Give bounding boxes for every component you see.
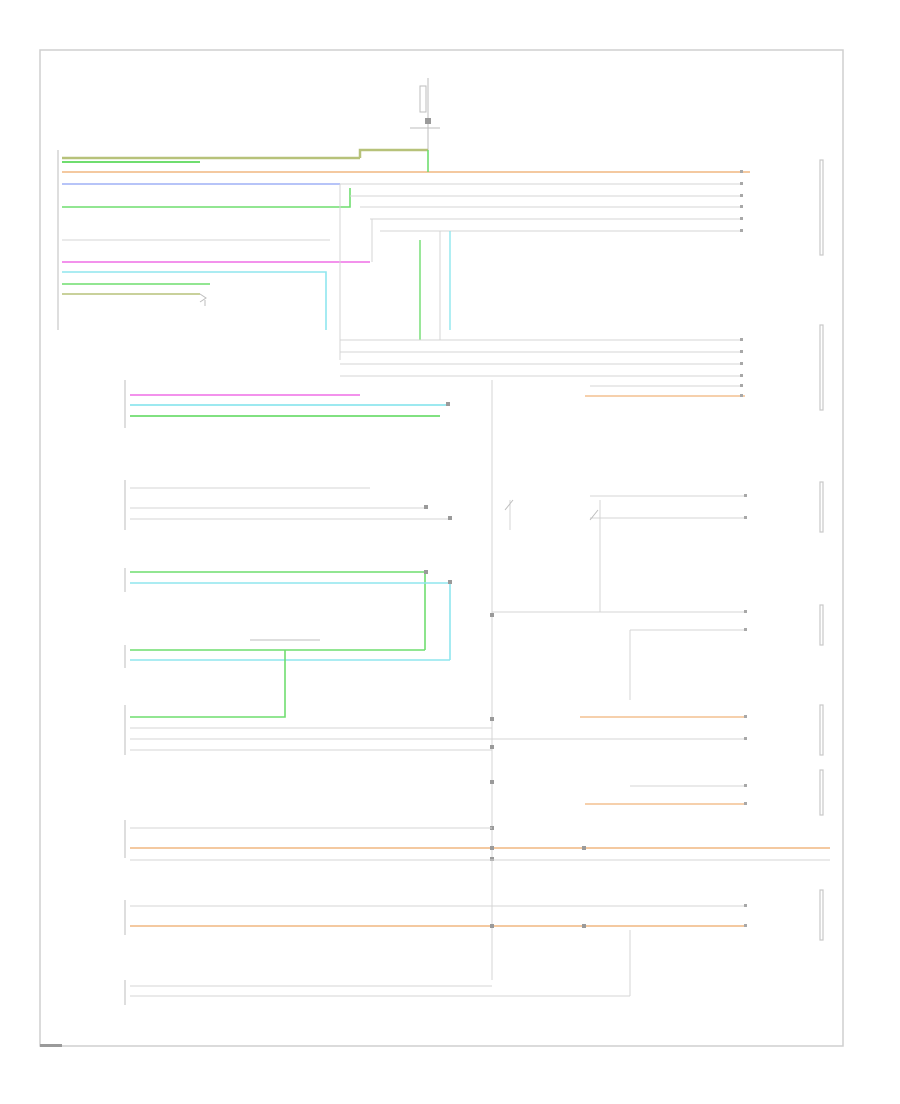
module-left-3 [124, 480, 452, 530]
wires-lower [124, 820, 830, 861]
module-left-5 [124, 639, 450, 668]
module-right-2 [819, 324, 824, 411]
wires-gray-top [62, 183, 740, 360]
wire-olive [62, 148, 428, 160]
module-right-top [819, 159, 824, 256]
wire-green-2 [62, 188, 351, 208]
wires-top [62, 148, 750, 330]
top-junction [410, 78, 440, 150]
top-connector [425, 118, 431, 124]
module-left-6 [124, 650, 745, 755]
wires-gray-mid [340, 339, 745, 397]
center-trunk [490, 380, 601, 980]
module-right-3 [590, 481, 824, 533]
wires-orange-right [492, 604, 824, 941]
module-left-8 [124, 930, 631, 1005]
module-left-7 [124, 900, 745, 935]
module-left-4 [124, 568, 452, 660]
footer-mark [40, 1044, 62, 1047]
module-left-2 [124, 380, 450, 428]
wire-cyan-top [62, 271, 327, 330]
ground-symbols [199, 293, 599, 521]
diagram-frame [39, 49, 844, 1047]
pin-ticks [740, 170, 747, 927]
